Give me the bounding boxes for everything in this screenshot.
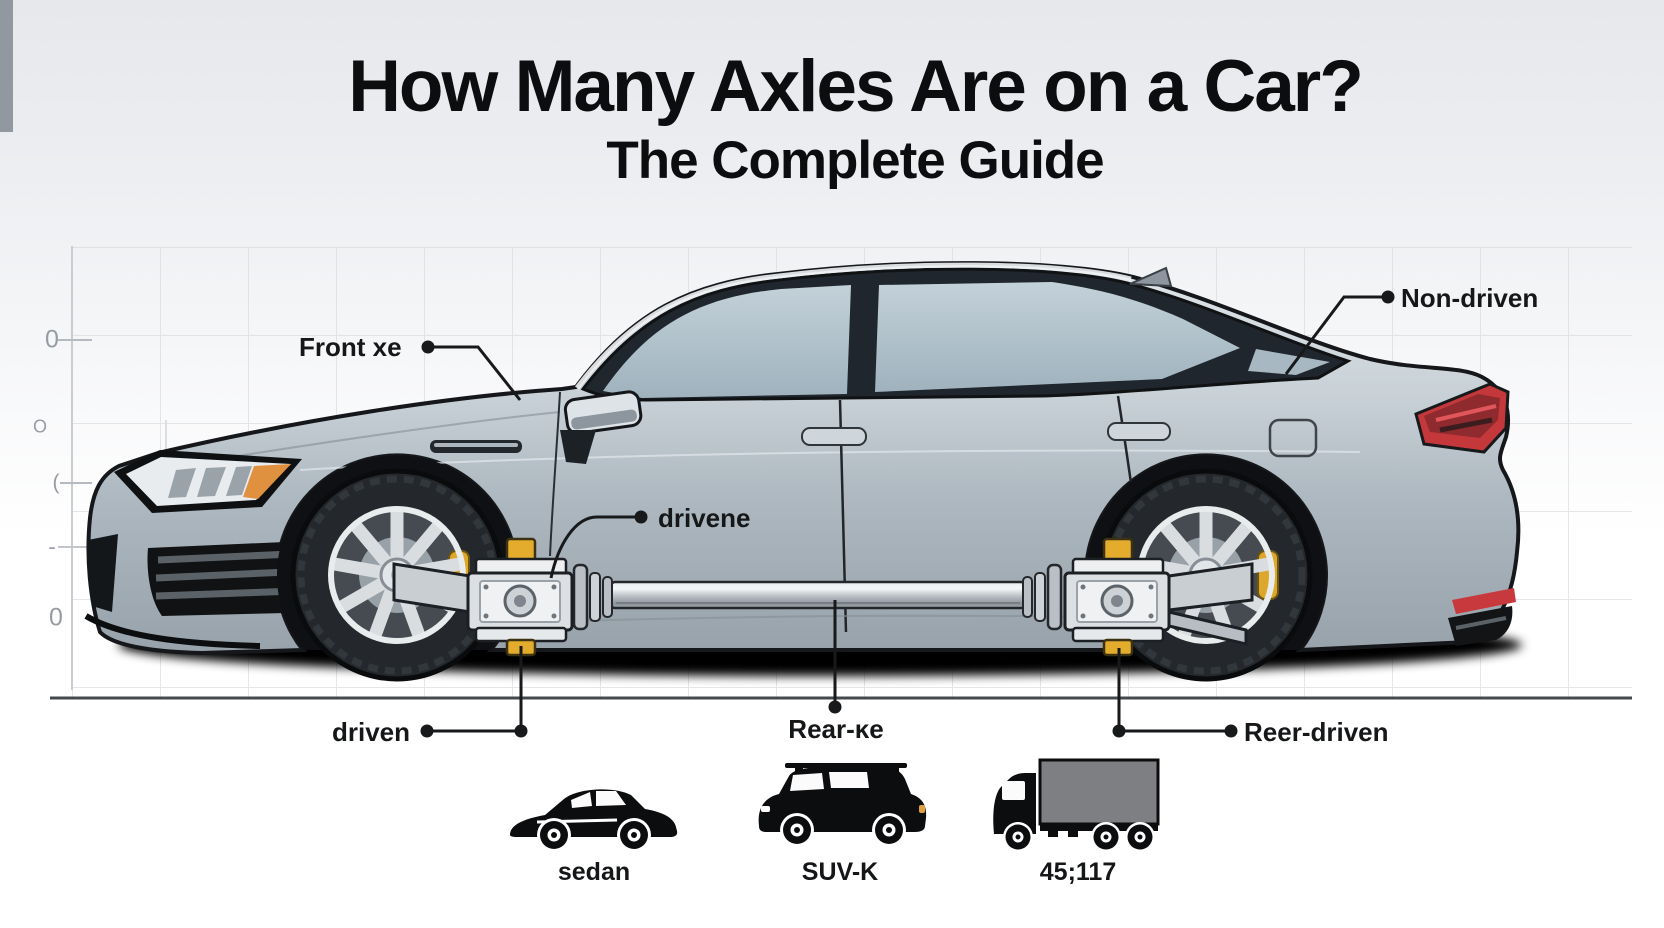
front-fender-seam <box>549 391 561 557</box>
front-differential <box>466 537 574 657</box>
rear-window-glass <box>875 282 1240 392</box>
axis-tick-4: 0 <box>49 603 63 632</box>
taillight <box>1414 382 1510 454</box>
side-mirror <box>563 390 643 435</box>
sedan-car-body <box>84 261 1521 656</box>
axis-tick-3: - <box>48 534 56 559</box>
driveline-leader <box>549 510 648 579</box>
sedan-silhouette <box>510 789 678 852</box>
mirror-stem <box>560 430 596 464</box>
rear-axle-label: Rear-ĸe <box>788 714 884 744</box>
rear-shaft-flanges <box>1022 563 1063 631</box>
roof-chrome-trim <box>574 262 1132 390</box>
corner-artifact-strip <box>0 0 13 132</box>
driven-label: driven <box>332 717 411 747</box>
front-axle-leader <box>421 340 522 401</box>
front-shaft-flanges <box>572 563 613 631</box>
truck-silhouette <box>993 758 1160 852</box>
axis-tick-1: O <box>32 416 48 437</box>
quarter-window-glass <box>1248 349 1330 375</box>
headlight <box>114 450 302 513</box>
rear-door-handle <box>1107 422 1171 441</box>
front-window-glass <box>603 285 851 398</box>
suv-silhouette <box>758 763 927 847</box>
rear-driven-label: Reer-driven <box>1244 717 1389 747</box>
rear-bumper-accents <box>1448 588 1516 646</box>
rear-driven-leader <box>1112 648 1238 738</box>
hood-seam <box>199 411 561 463</box>
truck-label: 45;117 <box>1039 858 1117 886</box>
non-driven-leader <box>1284 290 1395 375</box>
page-title: How Many Axles Are on a Car? The Complet… <box>23 46 1664 191</box>
leader-lines <box>420 290 1395 738</box>
driveline-label: drivene <box>658 503 751 533</box>
suv-label: SUV-K <box>801 858 879 886</box>
fuel-door <box>1268 418 1318 458</box>
driven-leader <box>420 646 528 738</box>
front-axle-label: Front xe <box>299 332 402 362</box>
rear-axle-leader <box>828 600 842 714</box>
non-driven-label: Non-driven <box>1401 283 1539 313</box>
axis-tick-2: ( <box>52 471 60 494</box>
rear-differential <box>1063 537 1171 657</box>
title-line-1: How Many Axles Are on a Car? <box>348 46 1364 127</box>
drivetrain-schematic <box>392 537 1254 657</box>
shark-fin-antenna <box>1129 266 1173 288</box>
axis-tick-0: 0 <box>45 325 59 354</box>
sedan-label: sedan <box>557 858 631 886</box>
driveshaft-tube <box>609 580 1027 610</box>
front-door-handle <box>801 427 867 446</box>
title-line-2: The Complete Guide <box>606 131 1104 191</box>
fender-blade-highlight <box>434 443 518 447</box>
